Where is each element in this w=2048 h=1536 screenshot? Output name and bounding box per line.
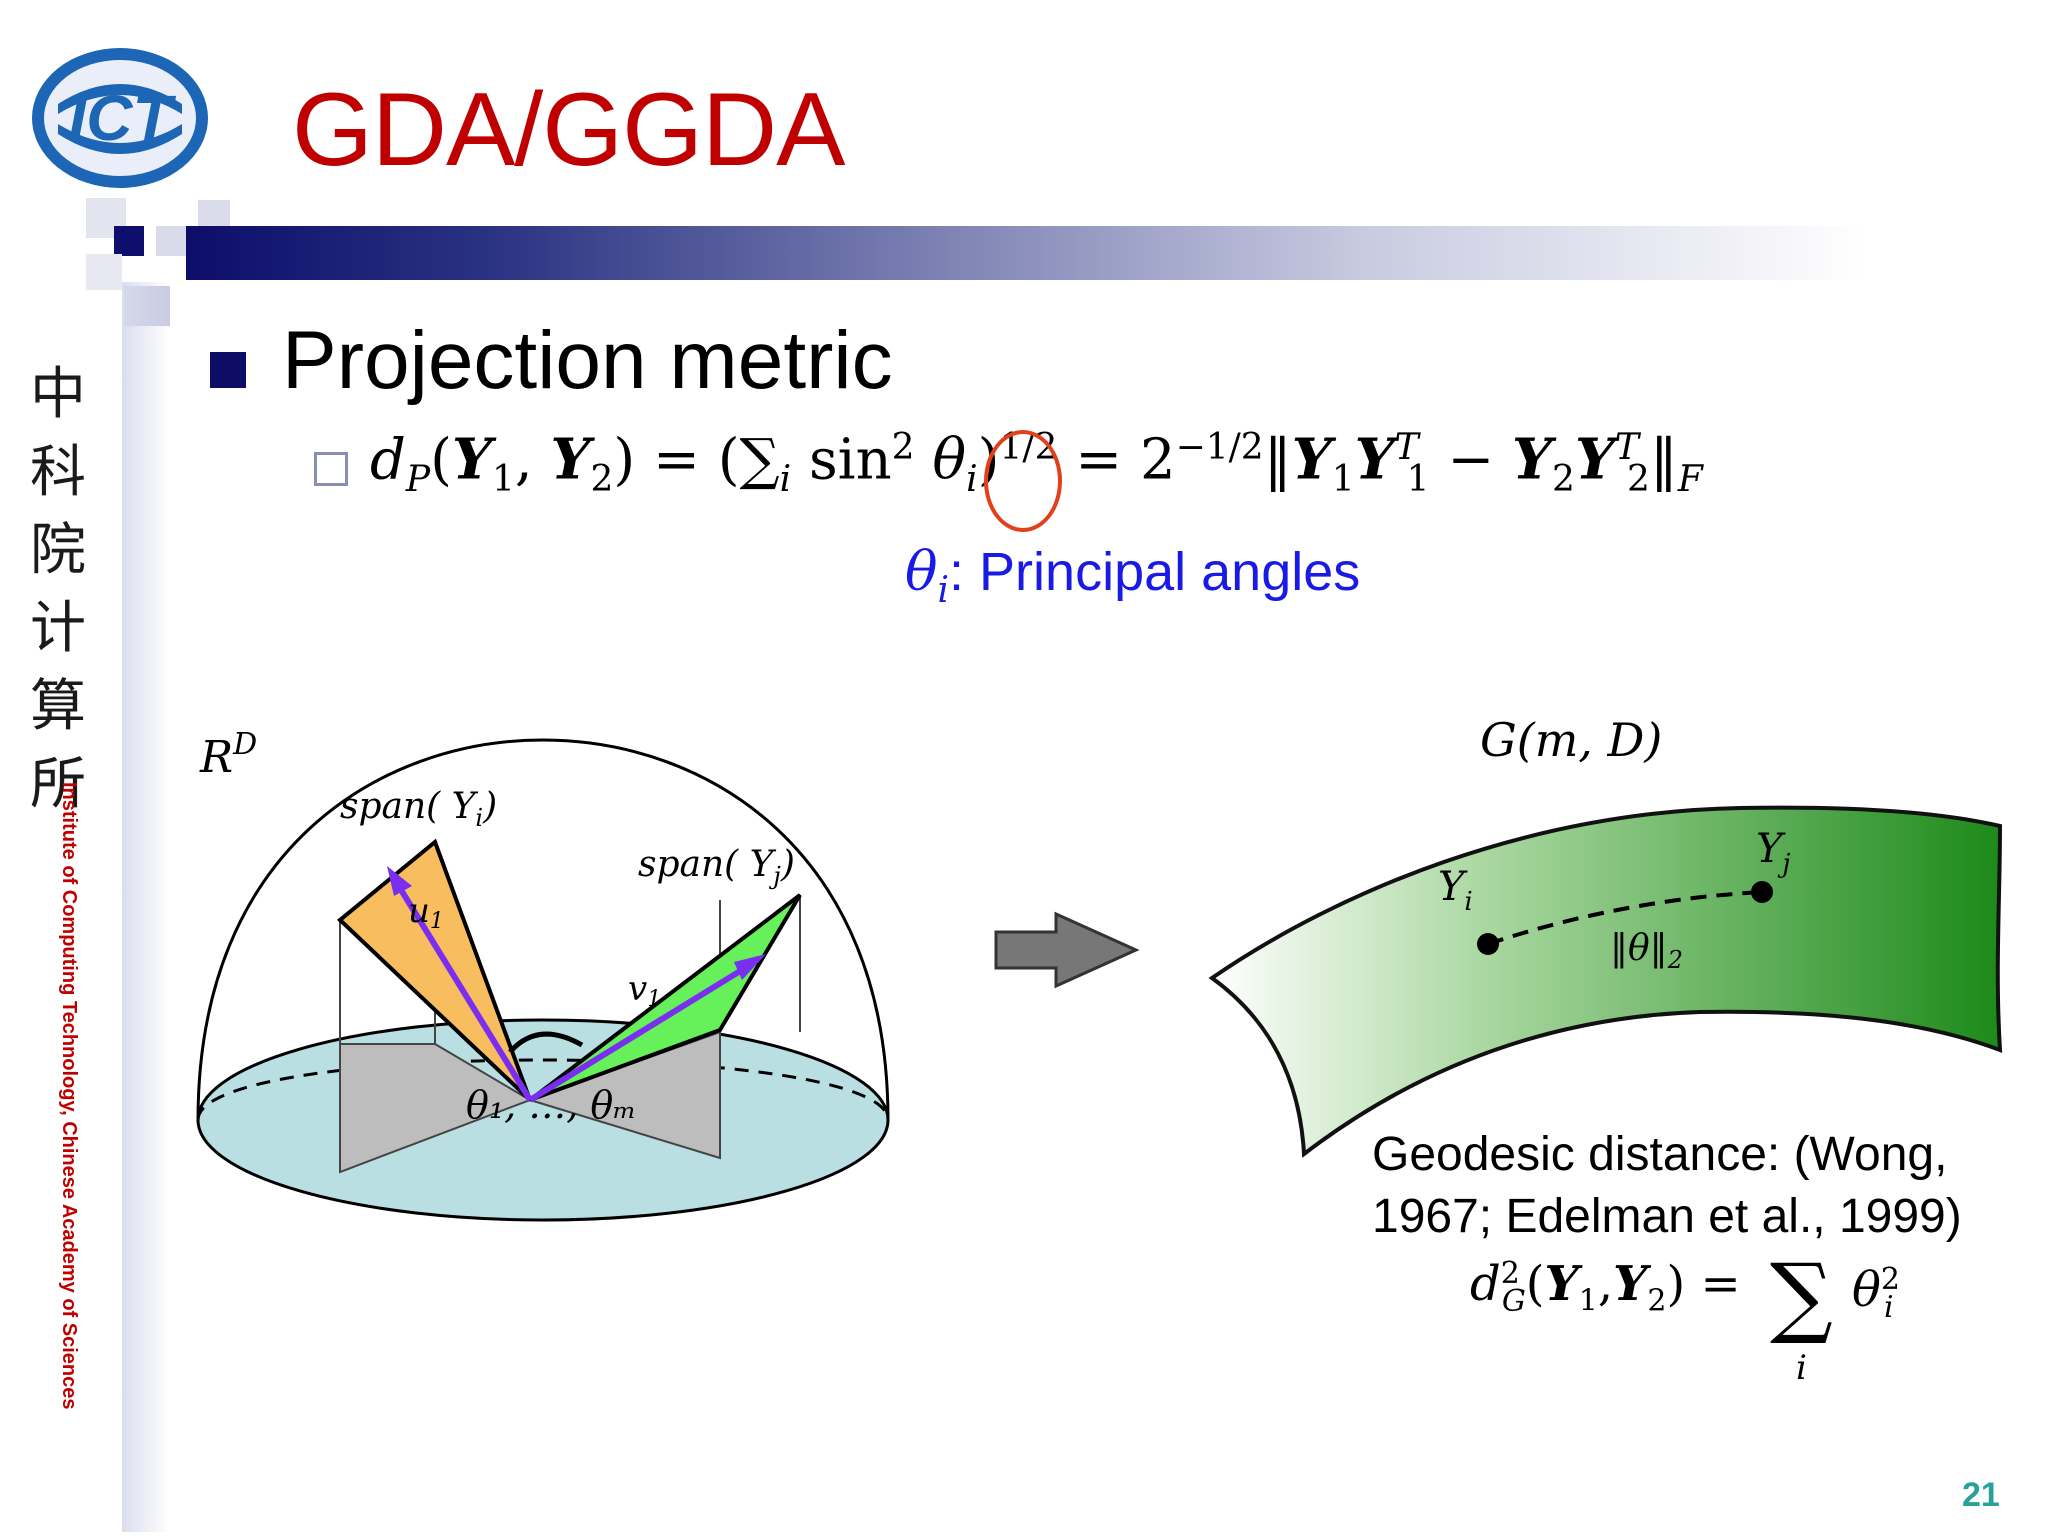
summation-index: i: [1796, 1348, 1807, 1388]
deco-square: [86, 254, 122, 290]
yi-label: Yi: [1438, 864, 1473, 917]
equator-back: [196, 1058, 890, 1121]
principal-angles-note: θi: Principal angles: [905, 540, 1361, 611]
cn-institute-name: 中 科 院 计 算 所: [26, 356, 90, 824]
sub-bullet-box: [314, 452, 348, 486]
v1-label: v1: [628, 969, 661, 1012]
geodesic-line-1: Geodesic distance: (Wong,: [1372, 1128, 1948, 1181]
vector-v1: [528, 962, 752, 1103]
page-number: 21: [1962, 1476, 2000, 1514]
u1-label: u1: [408, 891, 444, 934]
summation-symbol: ∑: [1770, 1244, 1833, 1347]
geodesic-line-2: 1967; Edelman et al., 1999): [1372, 1190, 1962, 1243]
span-yi-label: span( Yi): [340, 786, 497, 832]
span-yj-label: span( Yj): [638, 844, 795, 890]
plane-span-yj: [528, 893, 802, 1102]
cn-char: 院: [30, 518, 86, 583]
geodesic-path: [1487, 890, 1763, 946]
bullet-square: [210, 352, 246, 388]
geodesic-formula: d2G(Y1,Y2) =: [1470, 1256, 1741, 1319]
title-bar: [186, 226, 1866, 280]
projection-metric-formula: dP(Y1, Y2) = (∑i sin2 θi)1/2 = 2−1/2‖Y1Y…: [370, 426, 1703, 500]
institute-text: Institute of Computing Technology, Chine…: [58, 782, 80, 1410]
cn-char: 计: [30, 596, 86, 661]
geodesic-theta-term: θ2i: [1852, 1262, 1900, 1325]
right-arrow-icon: [994, 911, 1140, 989]
ict-logo: ICT: [32, 48, 208, 188]
cn-char: 中: [30, 362, 86, 427]
norm-label: ‖θ‖2: [1610, 928, 1683, 974]
point-yi: [1477, 933, 1499, 955]
dome: [196, 738, 890, 1121]
deco-square: [114, 226, 144, 256]
point-yj: [1751, 881, 1773, 903]
angles-label: θ₁, …, θₘ: [466, 1083, 637, 1127]
logo-text: ICT: [68, 82, 176, 154]
slide-title: GDA/GGDA: [292, 72, 846, 188]
subspace-diagram: RD span( Yi) span( Yj) u1 v1 θ₁, …, θₘ: [196, 727, 890, 1222]
vector-u1: [392, 878, 533, 1102]
grassmann-manifold-diagram: G(m, D) Yi Yj ‖θ‖2: [1208, 720, 2003, 1158]
geodesic-description: Geodesic distance: (Wong, 1967; Edelman …: [1372, 1124, 2012, 1248]
cn-char: 科: [30, 440, 86, 505]
highlight-circle: [984, 430, 1062, 532]
arrowhead-u1: [387, 866, 412, 896]
institute-name: Institute of Computing Technology, Chine…: [44, 782, 90, 1502]
space-label: RD: [199, 727, 257, 783]
angle-arc: [508, 1031, 584, 1054]
plane-span-yi: [336, 838, 532, 1102]
yj-label: Yj: [1756, 826, 1790, 879]
manifold-label: G(m, D): [1480, 720, 1662, 767]
deco-square: [156, 226, 186, 256]
bullet-heading: Projection metric: [282, 315, 893, 406]
side-strip: [122, 282, 170, 1532]
arrowhead-v1: [734, 954, 766, 980]
cn-char: 所: [30, 752, 86, 817]
manifold-surface: [1208, 805, 2003, 1158]
cn-char: 算: [30, 674, 86, 739]
